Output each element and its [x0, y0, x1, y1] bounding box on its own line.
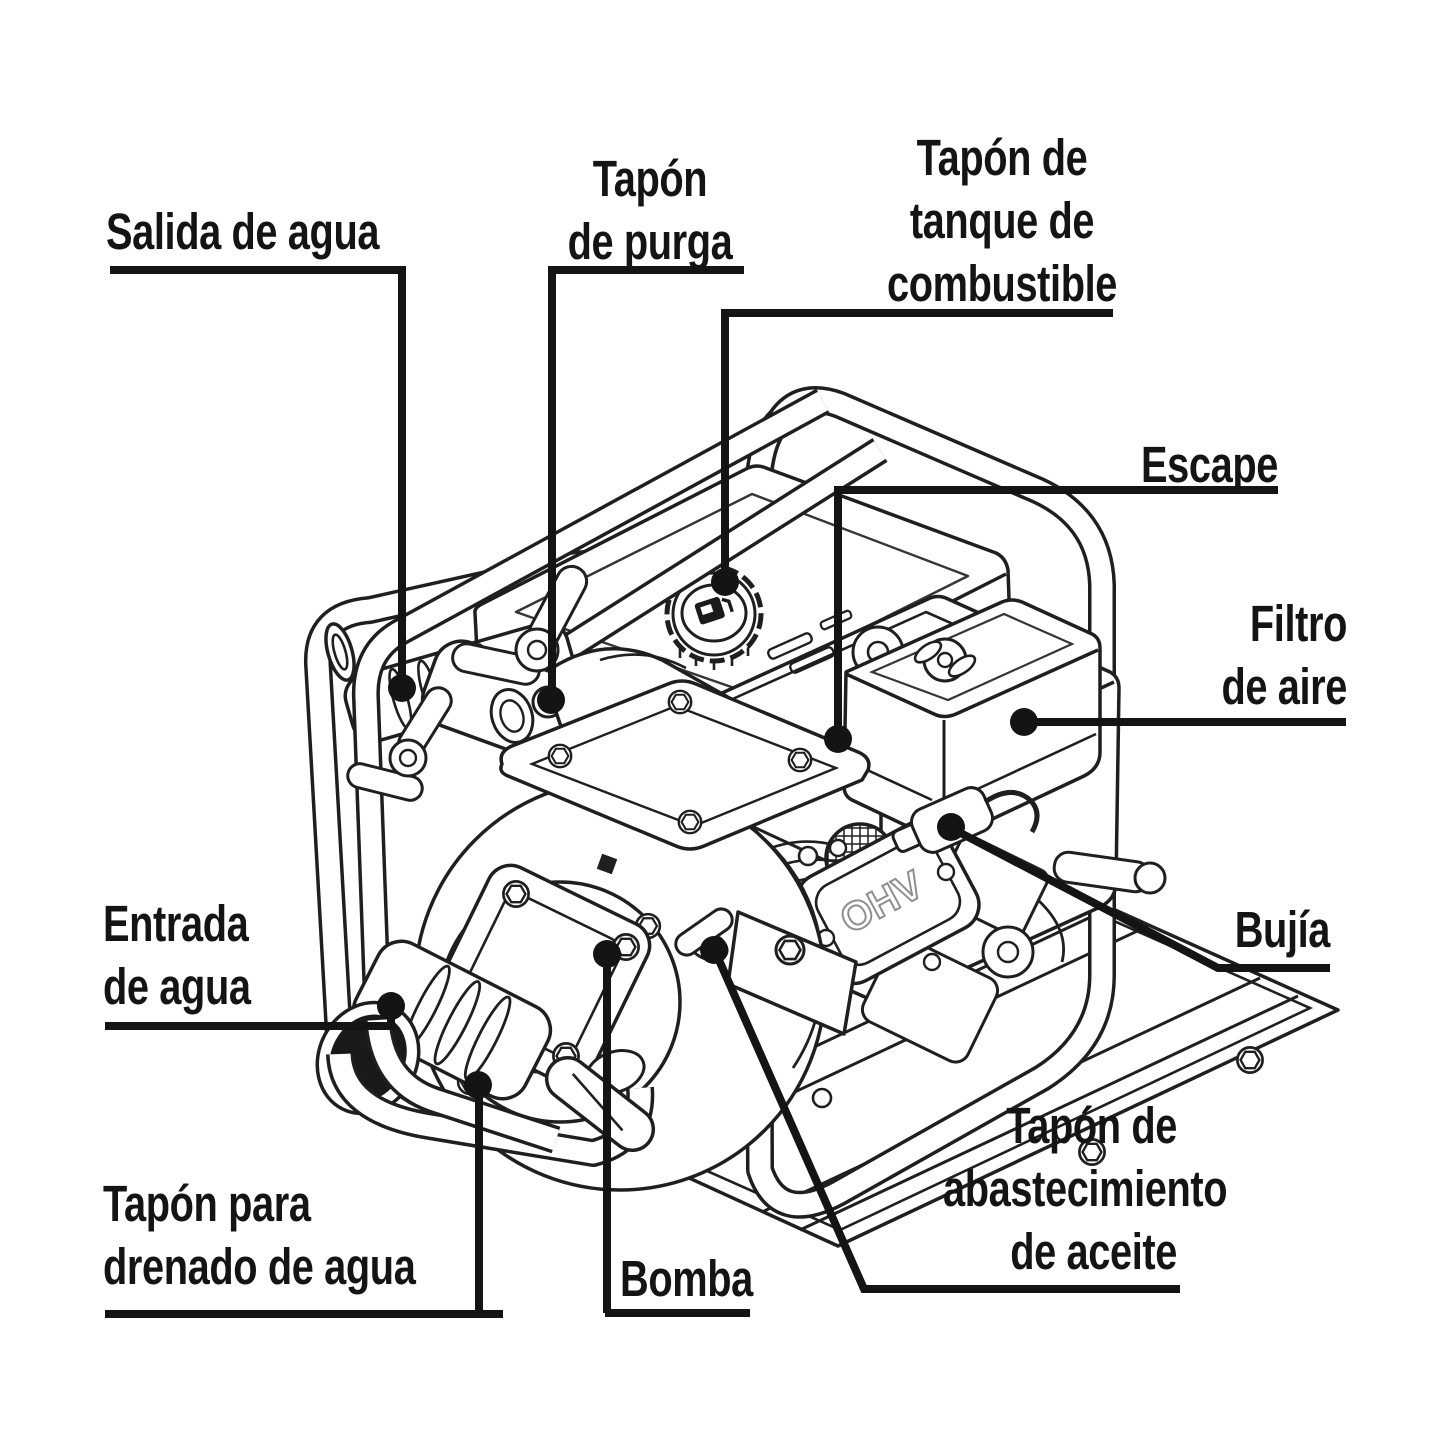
label-tapon-aceite: Tapón de abastecimiento de aceite — [943, 1097, 1228, 1281]
dot-filtro — [1010, 708, 1038, 736]
dot-purga — [537, 686, 565, 714]
label-bomba: Bomba — [620, 1250, 753, 1307]
leader-bujia — [951, 825, 1330, 972]
ohv-valve-cover: OHV — [795, 818, 981, 986]
label-filtro-de-aire: Filtro de aire — [1221, 595, 1347, 716]
leader-combustible — [721, 309, 1113, 582]
label-tapon-de-purga: Tapón de purga — [567, 150, 733, 271]
label-entrada-de-agua: Entrada de agua — [103, 895, 251, 1016]
callout-leaders — [105, 266, 1346, 1318]
dot-salida — [388, 674, 416, 702]
label-bujia: Bujía — [1234, 901, 1331, 958]
air-filter-wing-nut — [913, 637, 977, 683]
leader-purga — [548, 266, 744, 700]
label-tapon-drenado: Tapón para drenado de agua — [103, 1175, 416, 1296]
dot-entrada — [377, 992, 405, 1020]
leader-bomba — [603, 955, 750, 1317]
dot-aceite — [700, 936, 728, 964]
air-filter — [842, 598, 1102, 842]
outlet-tip — [324, 622, 356, 682]
outlet-elbow-flange — [499, 647, 871, 851]
leader-aceite — [711, 949, 1180, 1293]
leader-salida — [110, 266, 406, 688]
label-salida-de-agua: Salida de agua — [106, 203, 380, 260]
outlet-wing-nuts — [346, 564, 589, 802]
dot-drenado — [464, 1071, 492, 1099]
fuel-valve — [1037, 850, 1167, 963]
callout-dots — [377, 568, 1038, 1099]
leader-escape — [834, 486, 1278, 737]
dot-bomba — [593, 940, 621, 968]
engine: OHV — [741, 786, 1167, 1064]
fuel-pump-icon — [694, 596, 734, 625]
dot-escape — [824, 725, 852, 753]
label-escape: Escape — [1141, 436, 1278, 493]
label-tapon-tanque-combustible: Tapón de tanque de combustible — [886, 129, 1118, 313]
dot-combustible — [711, 568, 739, 596]
dot-bujia — [937, 813, 965, 841]
leader-drenado — [105, 1086, 503, 1318]
